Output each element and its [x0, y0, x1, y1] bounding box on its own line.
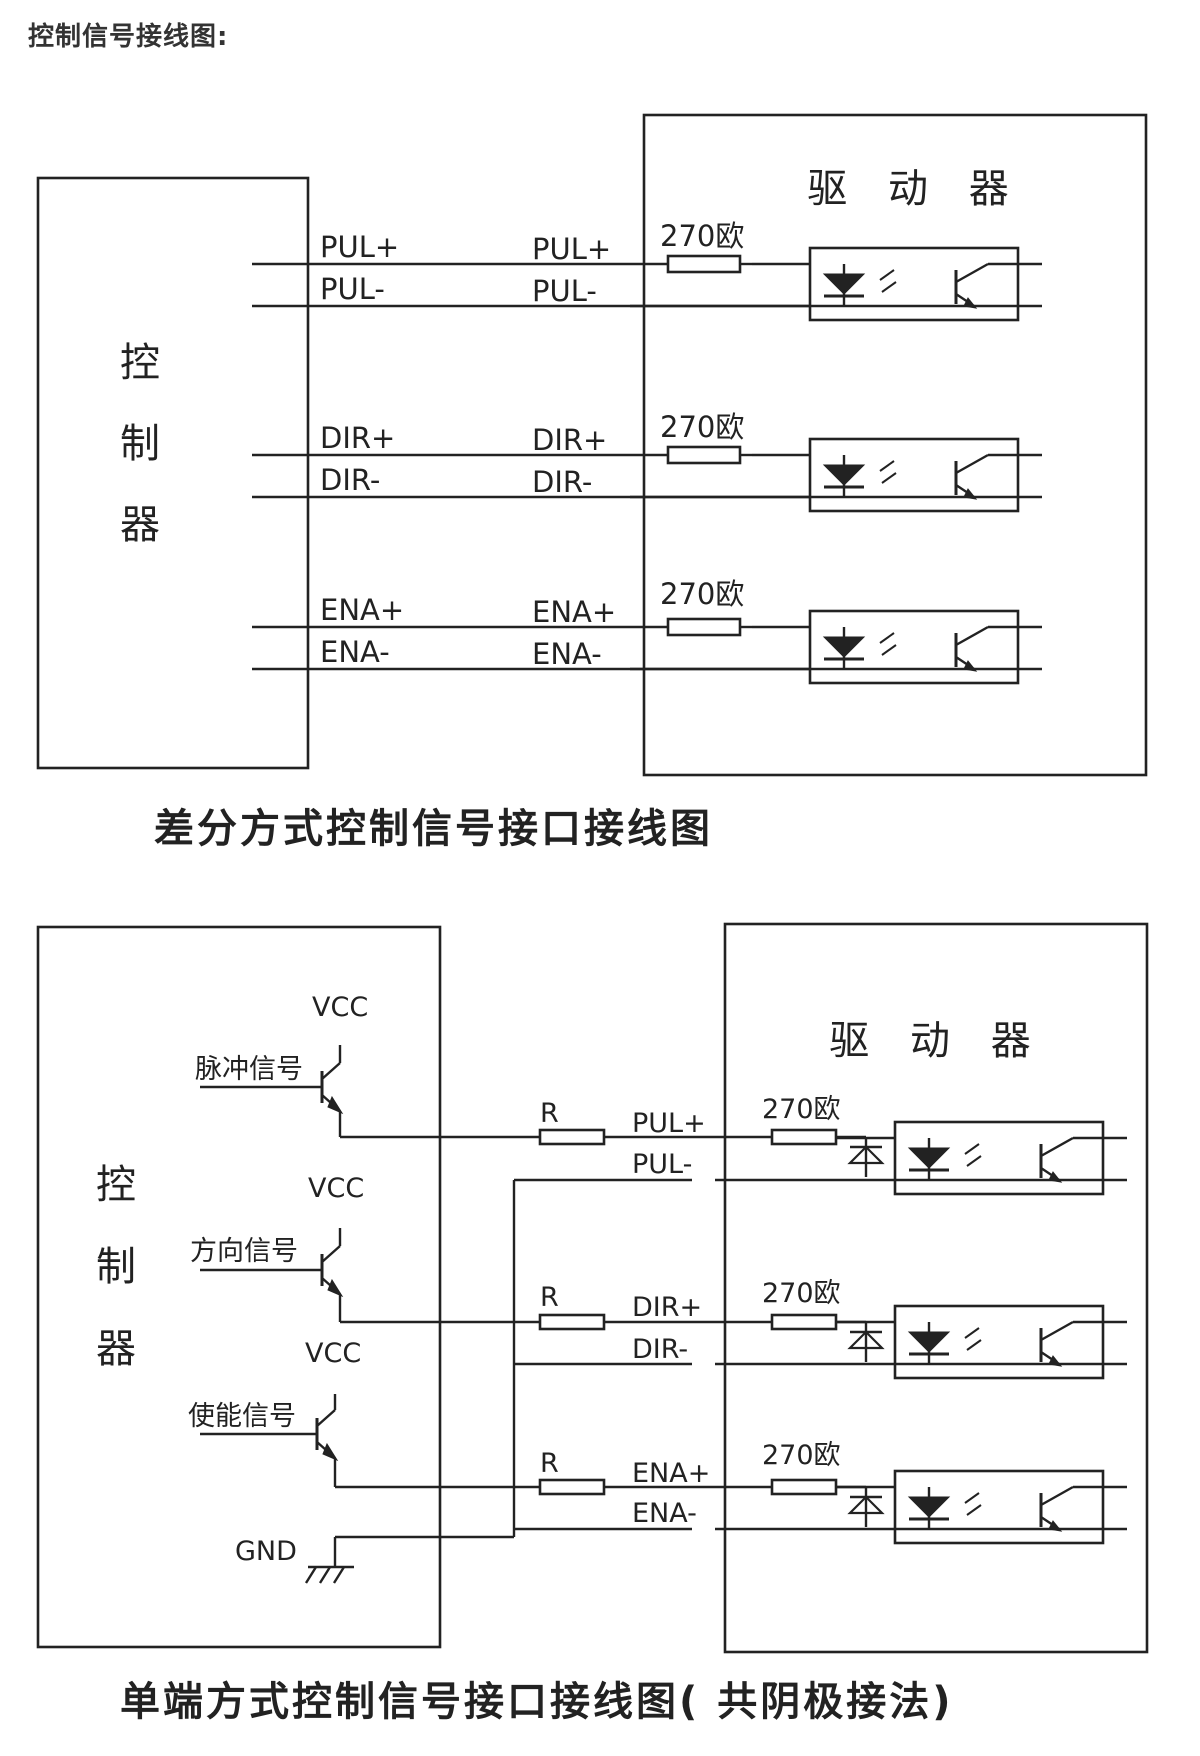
protection-diode — [848, 1485, 884, 1529]
vcc-label: VCC — [312, 992, 368, 1023]
series-resistor-label: R — [540, 1448, 559, 1479]
controller-pos-label: PUL+ — [320, 230, 399, 264]
protection-diode — [848, 1320, 884, 1364]
protection-diode — [848, 1135, 884, 1179]
controller-box — [36, 176, 310, 770]
resistor — [770, 1128, 838, 1146]
resistor-label: 270欧 — [660, 219, 744, 253]
driver-neg-label: ENA- — [532, 637, 602, 671]
differential-diagram: 控 制 器 驱 动 器 PUL+ PUL- PUL+ PUL- 270欧 DIR… — [36, 113, 1148, 852]
channel-pul: PUL+ PUL- PUL+ PUL- 270欧 — [252, 219, 1044, 322]
resistor — [666, 445, 742, 465]
driver-pos-label: PUL+ — [532, 232, 611, 266]
driver-pos-label: ENA+ — [532, 595, 616, 629]
controller-char: 制 — [96, 1244, 136, 1290]
resistor — [770, 1313, 838, 1331]
vcc-label: VCC — [308, 1173, 364, 1204]
driver-neg-label: DIR- — [532, 465, 592, 499]
driver-box — [723, 922, 1149, 1654]
controller-char: 制 — [120, 421, 160, 467]
signal-label: 使能信号 — [188, 1401, 296, 1432]
vcc-label: VCC — [305, 1338, 361, 1369]
transistor — [315, 1408, 339, 1462]
driver-pos-label: DIR+ — [532, 423, 607, 457]
controller-char: 控 — [96, 1162, 136, 1208]
driver-label: 驱 动 器 — [829, 1018, 1044, 1064]
resistor-label: 270欧 — [660, 410, 744, 444]
transistor — [320, 1244, 344, 1298]
resistor-label: 270欧 — [762, 1278, 841, 1309]
controller-neg-label: PUL- — [320, 272, 385, 306]
signal-label: 方向信号 — [190, 1236, 298, 1267]
resistor — [666, 254, 742, 274]
gnd-label: GND — [235, 1536, 297, 1567]
driver-pos-label: PUL+ — [632, 1108, 706, 1139]
resistor-label: 270欧 — [660, 577, 744, 611]
series-resistor-label: R — [540, 1282, 559, 1313]
driver-neg-label: DIR- — [632, 1334, 688, 1365]
driver-pos-label: ENA+ — [632, 1458, 710, 1489]
channel-dir: DIR+ DIR- DIR+ DIR- 270欧 — [252, 410, 1044, 513]
driver-pos-label: DIR+ — [632, 1292, 702, 1323]
channel-pul: VCC 脉冲信号 R PUL+ PUL- 270欧 — [195, 992, 1129, 1196]
controller-box — [36, 925, 442, 1649]
resistor-label: 270欧 — [762, 1440, 841, 1471]
channel-ena: ENA+ ENA- ENA+ ENA- 270欧 — [252, 577, 1044, 685]
driver-label: 驱 动 器 — [807, 166, 1022, 212]
signal-label: 脉冲信号 — [195, 1054, 303, 1085]
controller-char: 器 — [96, 1326, 136, 1372]
series-resistor — [538, 1128, 606, 1146]
driver-neg-label: PUL- — [632, 1149, 692, 1180]
series-resistor — [538, 1313, 606, 1331]
driver-neg-label: ENA- — [632, 1498, 697, 1529]
controller-pos-label: DIR+ — [320, 421, 395, 455]
resistor-label: 270欧 — [762, 1094, 841, 1125]
resistor — [770, 1478, 838, 1496]
channel-dir: VCC 方向信号 R DIR+ DIR- 270欧 — [190, 1173, 1129, 1380]
controller-neg-label: DIR- — [320, 463, 380, 497]
diagram-caption: 单端方式控制信号接口接线图( 共阴极接法) — [120, 1679, 954, 1725]
channel-ena: VCC 使能信号 R ENA+ ENA- 270欧 — [188, 1338, 1129, 1545]
transistor — [320, 1061, 344, 1115]
controller-neg-label: ENA- — [320, 635, 390, 669]
page-heading: 控制信号接线图: — [28, 22, 229, 52]
driver-box — [642, 113, 1148, 777]
single-ended-diagram: 控 制 器 驱 动 器 GND VCC 脉冲信号 R PUL+ PUL- 270… — [36, 922, 1149, 1725]
series-resistor — [538, 1478, 606, 1496]
resistor — [666, 617, 742, 637]
controller-pos-label: ENA+ — [320, 593, 404, 627]
controller-char: 控 — [120, 340, 160, 386]
series-resistor-label: R — [540, 1098, 559, 1129]
driver-neg-label: PUL- — [532, 274, 597, 308]
diagram-caption: 差分方式控制信号接口接线图 — [154, 806, 713, 852]
controller-char: 器 — [120, 502, 160, 548]
